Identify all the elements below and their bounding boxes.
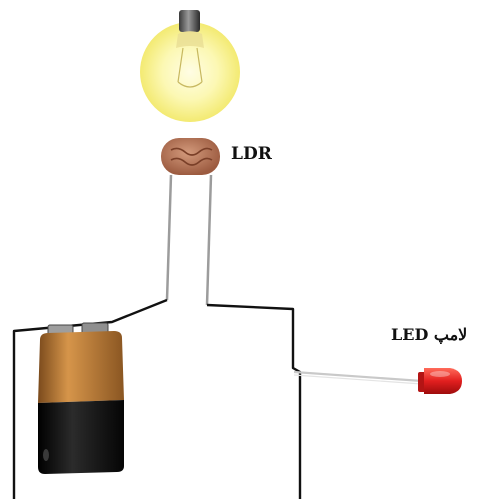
battery-top (38, 331, 124, 403)
ldr-body (161, 138, 220, 175)
ldr-sensor-icon (161, 138, 220, 306)
ldr-lead-left (165, 174, 173, 301)
battery-bottom (38, 400, 124, 474)
wire-ldr-led (206, 303, 302, 499)
ldr-lead-right (205, 174, 213, 306)
light-bulb-icon (140, 10, 240, 122)
red-led-icon (418, 368, 462, 394)
ldr-label: LDR (231, 144, 272, 164)
bulb-filament (177, 47, 203, 88)
led-label: لامپ LED (391, 325, 468, 344)
bulb-cap (179, 10, 200, 32)
bulb-neck (176, 31, 204, 48)
bulb-glow (140, 22, 240, 122)
battery-icon (38, 322, 124, 474)
led-lead (293, 370, 423, 385)
